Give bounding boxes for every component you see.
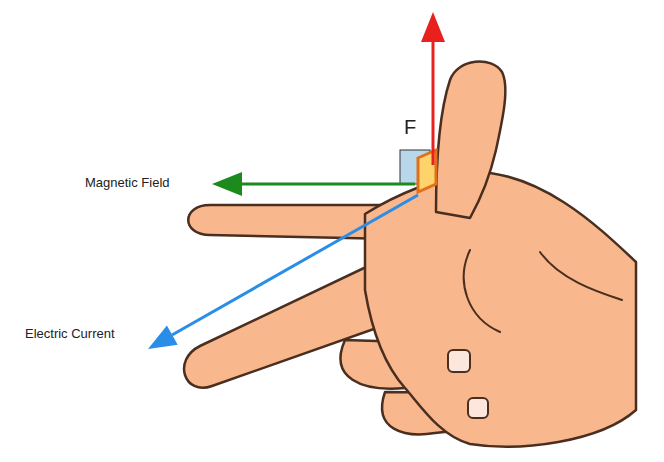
force-arrow bbox=[421, 12, 445, 165]
current-arrow bbox=[148, 195, 418, 349]
fingernail bbox=[448, 350, 470, 372]
field-label: Magnetic Field bbox=[85, 176, 170, 191]
palm-crease bbox=[464, 250, 500, 332]
current-label: Electric Current bbox=[25, 327, 115, 342]
force-label: F bbox=[404, 116, 416, 139]
field-arrow bbox=[212, 172, 415, 196]
thumb bbox=[436, 62, 505, 218]
palm bbox=[365, 172, 636, 447]
fingernail bbox=[468, 398, 488, 418]
palm-crease bbox=[540, 252, 622, 300]
